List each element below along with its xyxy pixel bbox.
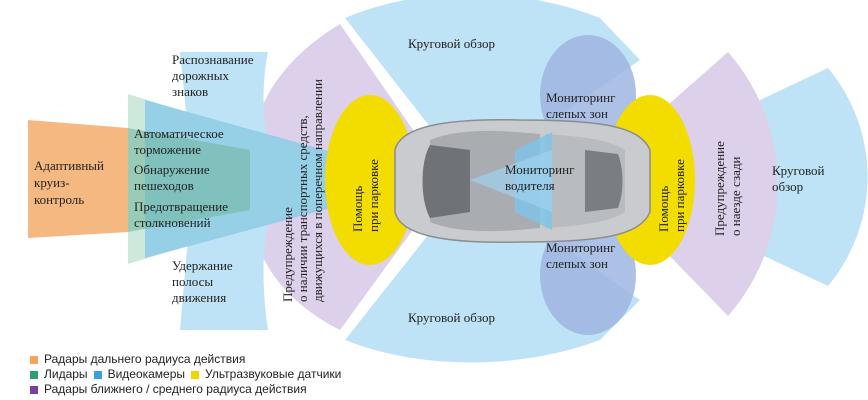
driver-monitoring-cone (470, 150, 552, 212)
pedestrian-detection-label: Обнаружение пешеходов (134, 162, 213, 193)
long-range-radar-swatch (30, 355, 38, 364)
legend-row: Лидары Видеокамеры Ультразвуковые датчик… (30, 367, 347, 382)
legend-row: Радары дальнего радиуса действия (30, 352, 347, 367)
legend-item-short-mid-radar: Радары ближнего / среднего радиуса дейст… (30, 382, 307, 397)
park-assist-front-label: Помощь при парковке (350, 159, 381, 232)
legend-item-camera: Видеокамеры (93, 367, 186, 382)
ultrasonic-swatch (191, 370, 200, 379)
adaptive-cruise-label: Адаптивный круиз- контроль (34, 158, 107, 207)
rear-collision-warning-zone (660, 52, 778, 316)
legend: Радары дальнего радиуса действия Лидары … (30, 352, 347, 397)
car-top-view (394, 119, 651, 243)
lane-keeping-camera-zone (180, 215, 268, 330)
collision-avoidance-label: Предотвращение столкновений (134, 199, 231, 230)
legend-row: Радары ближнего / среднего радиуса дейст… (30, 382, 347, 397)
lane-keeping-label: Удержание полосы движения (172, 258, 236, 305)
legend-item-lidar: Лидары (30, 367, 88, 382)
park-assist-rear-label: Помощь при парковке (656, 159, 687, 232)
surround-view-top-label: Круговой обзор (408, 36, 495, 51)
surround-view-rear-label: Круговой обзор (772, 163, 828, 194)
short-mid-radar-swatch (30, 385, 38, 394)
legend-label-camera: Видеокамеры (107, 367, 186, 381)
legend-label-lidar: Лидары (44, 367, 88, 381)
blind-spot-bottom-label: Мониторинг слепых зон (546, 240, 619, 271)
cross-traffic-warning-label: Предупреждение о наличии транспортных ср… (280, 79, 325, 302)
legend-item-long-range-radar: Радары дальнего радиуса действия (30, 352, 245, 367)
long-range-radar-overlap (128, 128, 250, 232)
auto-braking-label: Автоматическое торможение (134, 126, 227, 157)
park-assist-front-zone (325, 95, 415, 265)
road-signs-label: Распознавание дорожных знаков (172, 52, 257, 99)
camera-swatch (93, 370, 102, 379)
legend-item-ultrasonic: Ультразвуковые датчики (191, 367, 341, 382)
rear-collision-warning-label: Предупреждение о наезде сзади (712, 138, 743, 236)
surround-view-bottom-label: Круговой обзор (408, 310, 495, 325)
blind-spot-top-label: Мониторинг слепых зон (546, 90, 619, 121)
legend-label-long-range-radar: Радары дальнего радиуса действия (44, 352, 246, 366)
legend-label-ultrasonic: Ультразвуковые датчики (205, 367, 342, 381)
lidar-swatch (30, 370, 38, 379)
blind-spot-bottom-zone (540, 215, 636, 335)
legend-label-short-mid-radar: Радары ближнего / среднего радиуса дейст… (44, 382, 307, 396)
driver-monitoring-label: Мониторинг водителя (505, 162, 578, 193)
rear-surround-view-zone (760, 68, 868, 286)
long-range-radar-zone (28, 120, 128, 238)
